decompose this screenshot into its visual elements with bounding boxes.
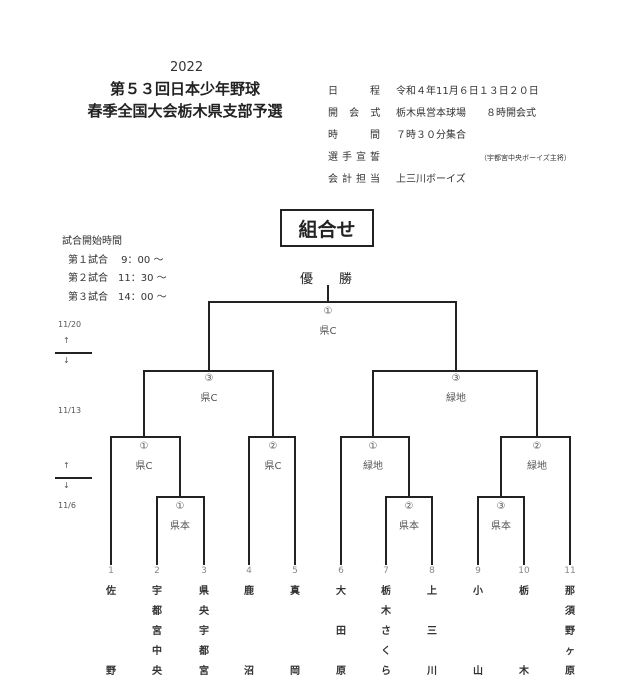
- team-number: 11: [564, 566, 576, 576]
- match-r1a-venue: 県本: [170, 521, 190, 532]
- team-name-char: 木: [519, 666, 529, 677]
- team-name-char: 栃: [519, 586, 529, 597]
- team-name-char: 鹿: [244, 586, 254, 597]
- team-number: 3: [201, 566, 207, 576]
- team-number: 10: [518, 566, 530, 576]
- team-name-char: 三: [427, 626, 437, 637]
- match-semi_right-venue: 緑地: [446, 393, 466, 404]
- team-name-char: 野: [106, 666, 116, 677]
- year: 2022: [170, 60, 204, 75]
- heading-box: 組合せ: [280, 209, 374, 247]
- team-name-char: 岡: [290, 666, 300, 677]
- arrow-down-icon: ↓: [63, 481, 70, 490]
- date-first-round: 11/6: [58, 501, 76, 510]
- team-name-char: 央: [152, 666, 162, 677]
- team-number: 2: [154, 566, 160, 576]
- team-name-char: 宇: [199, 626, 209, 637]
- team-number: 4: [246, 566, 252, 576]
- team-name-char: さ: [381, 626, 391, 637]
- schedule-game-3: 第３試合 14：00 〜: [68, 292, 167, 303]
- schedule-game-2: 第２試合 11：30 〜: [68, 273, 167, 284]
- schedule-title: 試合開始時間: [62, 236, 122, 247]
- team-name-char: 都: [152, 606, 162, 617]
- info-label: 会計担当: [328, 174, 384, 185]
- match-qf2-no: ②: [268, 441, 278, 452]
- team-name-char: 原: [565, 666, 575, 677]
- team-name-char: ヶ: [565, 646, 575, 657]
- info-value: 上三川ボーイズ: [396, 174, 466, 185]
- team-number: 7: [383, 566, 389, 576]
- info-row: 会計担当 上三川ボーイズ: [328, 170, 466, 185]
- team-number: 5: [292, 566, 298, 576]
- info-row: 日 程 令和４年11月６日１３日２０日: [328, 82, 539, 97]
- team-name-char: 央: [199, 606, 209, 617]
- info-row: 選手宣誓 （宇都宮中央ボーイズ主将）: [328, 148, 571, 163]
- arrow-down-icon: ↓: [63, 356, 70, 365]
- match-r1c-venue: 県本: [491, 521, 511, 532]
- team-name-char: 大: [336, 586, 346, 597]
- match-semi_left-venue: 県C: [200, 393, 218, 404]
- schedule-game-1: 第１試合 9：00 〜: [68, 255, 164, 266]
- team-name-char: 原: [336, 666, 346, 677]
- arrow-up-icon: ↑: [63, 461, 70, 470]
- team-name-char: 那: [565, 586, 575, 597]
- team-name-char: 川: [427, 666, 437, 677]
- team-number: 1: [108, 566, 114, 576]
- match-qf4-venue: 緑地: [527, 461, 547, 472]
- match-semi_right-no: ③: [451, 373, 461, 384]
- info-label: 選手宣誓: [328, 152, 384, 163]
- info-value: 令和４年11月６日１３日２０日: [396, 86, 539, 97]
- info-row: 開 会 式栃木県営本球場 ８時開会式: [328, 104, 536, 119]
- match-qf3-venue: 緑地: [363, 461, 383, 472]
- team-name-char: 宮: [152, 626, 162, 637]
- team-number: 8: [429, 566, 435, 576]
- date-semifinal: 11/13: [58, 406, 82, 415]
- team-number: 6: [338, 566, 344, 576]
- info-label: 開 会 式: [328, 108, 385, 119]
- info-label: 時 間: [328, 130, 384, 141]
- info-value: ７時３０分集合: [396, 130, 466, 141]
- match-final-no: ①: [323, 306, 333, 317]
- team-name-char: 野: [565, 626, 575, 637]
- info-value: （宇都宮中央ボーイズ主将）: [480, 154, 571, 162]
- title-line-1: 第５３回日本少年野球: [109, 80, 260, 98]
- date-final: 11/20: [58, 320, 82, 329]
- info-row: 時 間 ７時３０分集合: [328, 126, 466, 141]
- arrow-up-icon: ↑: [63, 336, 70, 345]
- match-final-venue: 県C: [319, 326, 337, 337]
- team-name-char: 上: [427, 586, 437, 597]
- match-qf2-venue: 県C: [264, 461, 282, 472]
- team-name-char: 宮: [199, 666, 209, 677]
- match-qf4-no: ②: [532, 441, 542, 452]
- info-label: 日 程: [328, 86, 384, 97]
- match-semi_left-no: ③: [204, 373, 214, 384]
- team-name-char: 中: [152, 646, 162, 657]
- title-line-2: 春季全国大会栃木県支部予選: [87, 102, 283, 120]
- team-name-char: 宇: [152, 586, 162, 597]
- team-name-char: 山: [473, 666, 483, 677]
- info-value: 栃木県営本球場 ８時開会式: [396, 108, 536, 119]
- team-name-char: 県: [199, 586, 209, 597]
- team-name-char: 佐: [106, 586, 116, 597]
- team-name-char: ら: [381, 666, 391, 677]
- team-name-char: 須: [565, 606, 575, 617]
- team-number: 9: [475, 566, 481, 576]
- team-name-char: 小: [473, 586, 483, 597]
- team-name-char: 田: [336, 626, 346, 637]
- team-name-char: 都: [199, 646, 209, 657]
- match-qf1-venue: 県C: [135, 461, 153, 472]
- team-name-char: 沼: [244, 666, 254, 677]
- team-name-char: く: [381, 646, 391, 657]
- champion-label: 優 勝: [300, 272, 353, 287]
- match-r1a-no: ①: [175, 501, 185, 512]
- match-qf3-no: ①: [368, 441, 378, 452]
- team-name-char: 木: [381, 606, 391, 617]
- match-qf1-no: ①: [139, 441, 149, 452]
- team-name-char: 栃: [381, 586, 391, 597]
- match-r1c-no: ③: [496, 501, 506, 512]
- match-r1b-no: ②: [404, 501, 414, 512]
- team-name-char: 真: [290, 586, 300, 597]
- match-r1b-venue: 県本: [399, 521, 419, 532]
